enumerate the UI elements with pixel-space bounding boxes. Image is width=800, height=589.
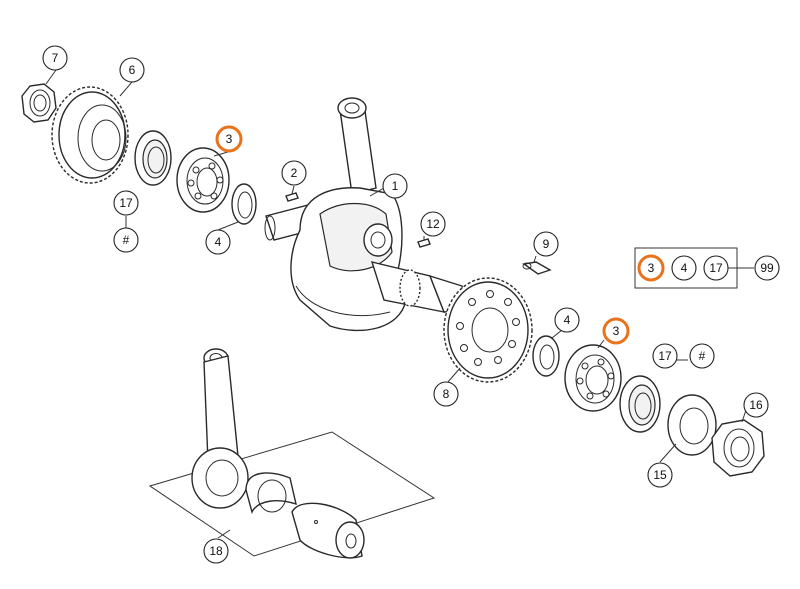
callout-6-label: 6 (129, 63, 136, 77)
callout-15[interactable]: 15 (647, 462, 673, 488)
callout-7-label: 7 (52, 51, 59, 65)
callout-2-label: 2 (291, 166, 298, 180)
callout-3-label: 3 (226, 132, 233, 146)
kit-callout-4[interactable]: 4 (671, 255, 697, 281)
callout-3-label: 3 (613, 324, 620, 338)
callout-17-label: 17 (119, 196, 133, 210)
kit-callout-99[interactable]: 99 (754, 255, 780, 281)
part-2-key (285, 192, 299, 202)
callout-18-label: 18 (209, 544, 223, 558)
kit-callout-17[interactable]: 17 (703, 255, 729, 281)
kit-callout-3-highlight[interactable]: 3 (637, 254, 665, 282)
callout-15-label: 15 (653, 468, 667, 482)
part-seal-right (619, 375, 661, 433)
part-7-nut (21, 83, 57, 123)
part-16-nut (711, 419, 765, 477)
kit-4-label: 4 (681, 261, 688, 275)
kit-99-label: 99 (760, 261, 774, 275)
callout-7[interactable]: 7 (42, 45, 68, 71)
part-9-pin (522, 261, 552, 275)
part-12-key (417, 238, 431, 248)
part-seal-left (134, 130, 172, 186)
callout-9-label: 9 (543, 237, 550, 251)
callout-12-label: 12 (426, 217, 440, 231)
callout-6[interactable]: 6 (119, 57, 145, 83)
callout-17-right[interactable]: 17 (652, 343, 678, 369)
callout-8[interactable]: 8 (433, 381, 459, 407)
part-6-gear (51, 86, 129, 184)
callout-3-highlight[interactable]: 3 (215, 125, 243, 153)
kit-3-label: 3 (648, 261, 655, 275)
callout-16-label: 16 (749, 398, 763, 412)
callout-16[interactable]: 16 (743, 392, 769, 418)
part-15-washer (667, 394, 717, 456)
callout-8-label: 8 (443, 387, 450, 401)
part-3-bearing-right (564, 344, 622, 412)
callout-hash-label: # (123, 233, 130, 247)
callout-17-label: 17 (658, 349, 672, 363)
kit-box (634, 247, 738, 289)
callout-hash-label: # (699, 349, 706, 363)
callout-hash-left[interactable]: # (113, 227, 139, 253)
leader-lines (45, 69, 754, 539)
part-1-crankshaft (264, 97, 472, 332)
part-18-conrod-set (148, 348, 436, 559)
callout-4-label: 4 (564, 313, 571, 327)
callout-18[interactable]: 18 (203, 538, 229, 564)
callout-4-right[interactable]: 4 (554, 307, 580, 333)
callout-1[interactable]: 1 (382, 173, 408, 199)
callout-9[interactable]: 9 (533, 231, 559, 257)
kit-17-label: 17 (709, 261, 723, 275)
callout-4-label: 4 (215, 235, 222, 249)
part-8-sprocket (443, 277, 533, 383)
callout-12[interactable]: 12 (420, 211, 446, 237)
part-4-shim-right (532, 335, 560, 377)
callout-3-right-highlight[interactable]: 3 (602, 317, 630, 345)
callout-4-left[interactable]: 4 (205, 229, 231, 255)
callout-1-label: 1 (392, 179, 399, 193)
callout-hash-right[interactable]: # (689, 343, 715, 369)
part-3-bearing-left (176, 147, 230, 213)
callout-17-left[interactable]: 17 (113, 190, 139, 216)
callout-2[interactable]: 2 (281, 160, 307, 186)
part-4-shim-left (231, 183, 257, 225)
